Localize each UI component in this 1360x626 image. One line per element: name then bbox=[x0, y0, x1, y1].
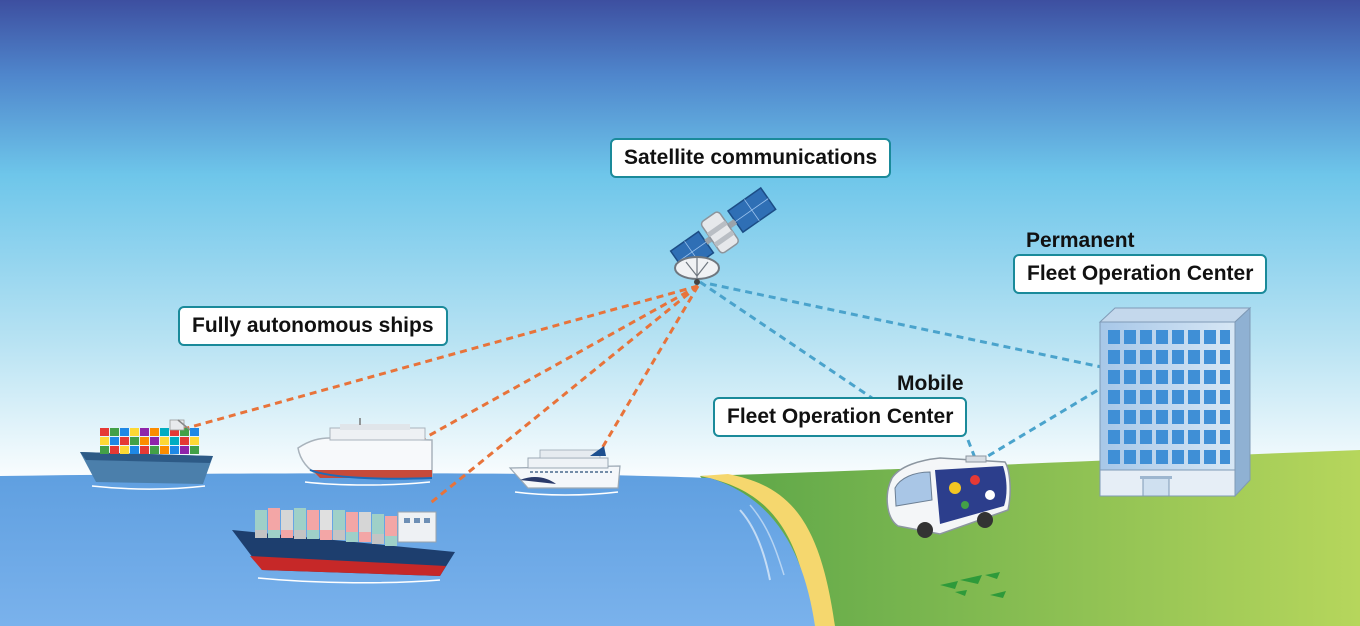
satellite-label: Satellite communications bbox=[610, 138, 892, 178]
permanent-center-label: Fleet Operation Center bbox=[1013, 254, 1268, 294]
satellite-dish bbox=[674, 256, 720, 285]
cruise-ship bbox=[508, 446, 621, 496]
link-satellite-to-container-ship-small bbox=[179, 284, 699, 432]
water-ripple bbox=[739, 509, 771, 581]
ship-links bbox=[179, 284, 700, 507]
container-ship-large bbox=[232, 508, 455, 584]
link-satellite-to-cruise-ship bbox=[596, 285, 700, 456]
link-satellite-to-mobile-center bbox=[699, 280, 873, 400]
link-mobile-center-to-bus bbox=[966, 439, 977, 459]
mobile-title: Mobile bbox=[897, 372, 964, 395]
grass-tufts bbox=[940, 572, 1006, 598]
container-ship-small bbox=[80, 419, 213, 490]
beach bbox=[700, 474, 835, 626]
water-ripple bbox=[749, 504, 785, 576]
ships-label: Fully autonomous ships bbox=[178, 306, 448, 346]
office-building-icon bbox=[1098, 306, 1252, 498]
car-carrier-ship bbox=[297, 418, 433, 486]
mobile-center-label: Fleet Operation Center bbox=[713, 397, 968, 437]
bus-icon bbox=[886, 455, 1011, 538]
link-satellite-to-car-carrier bbox=[411, 284, 699, 447]
permanent-title: Permanent bbox=[1026, 229, 1135, 252]
link-satellite-to-permanent-center bbox=[709, 282, 1126, 374]
link-satellite-to-container-ship-large bbox=[427, 284, 699, 507]
